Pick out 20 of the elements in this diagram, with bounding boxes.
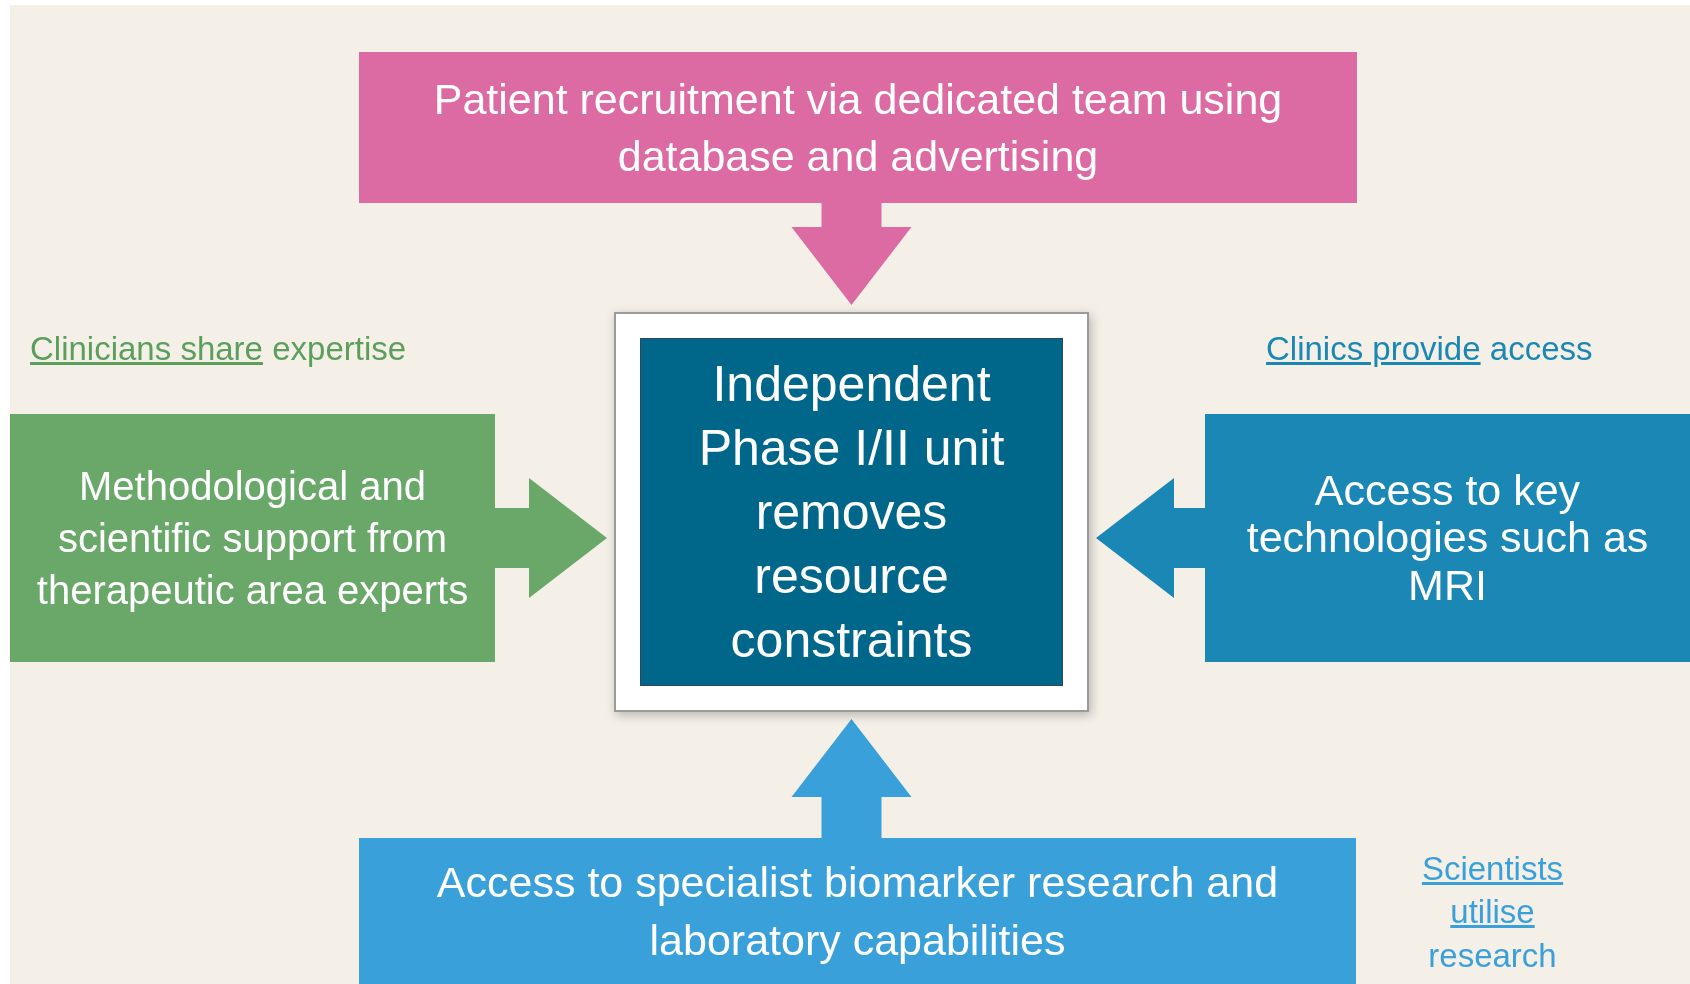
block-arrow xyxy=(791,719,912,838)
block-arrow xyxy=(495,478,607,598)
label-text: research xyxy=(1428,935,1557,976)
link-text: Scientists xyxy=(1421,849,1564,889)
link-text: utilise xyxy=(1450,892,1535,933)
box-text: Patient recruitment via dedicated team using database and advertising xyxy=(432,73,1284,182)
box-text: Access to key technologies such as MRI xyxy=(1245,467,1650,609)
process-box xyxy=(1205,414,1690,662)
process-box xyxy=(10,414,495,662)
link-text: Clinics provide xyxy=(1266,329,1481,369)
link-text: Clinicians share xyxy=(30,329,263,369)
block-arrow xyxy=(791,203,912,305)
label-text: expertise xyxy=(272,329,407,369)
block-arrow xyxy=(1096,478,1205,598)
label-text: access xyxy=(1489,329,1593,369)
box-text: Access to specialist biomarker research and laboratory capabilities xyxy=(435,856,1280,966)
process-box xyxy=(359,52,1357,203)
process-box xyxy=(359,838,1356,984)
box-text: Methodological and scientific support from therapeutic area experts xyxy=(35,463,470,614)
box-text: Independent Phase I/II unit removes resource constraints xyxy=(697,355,1006,670)
